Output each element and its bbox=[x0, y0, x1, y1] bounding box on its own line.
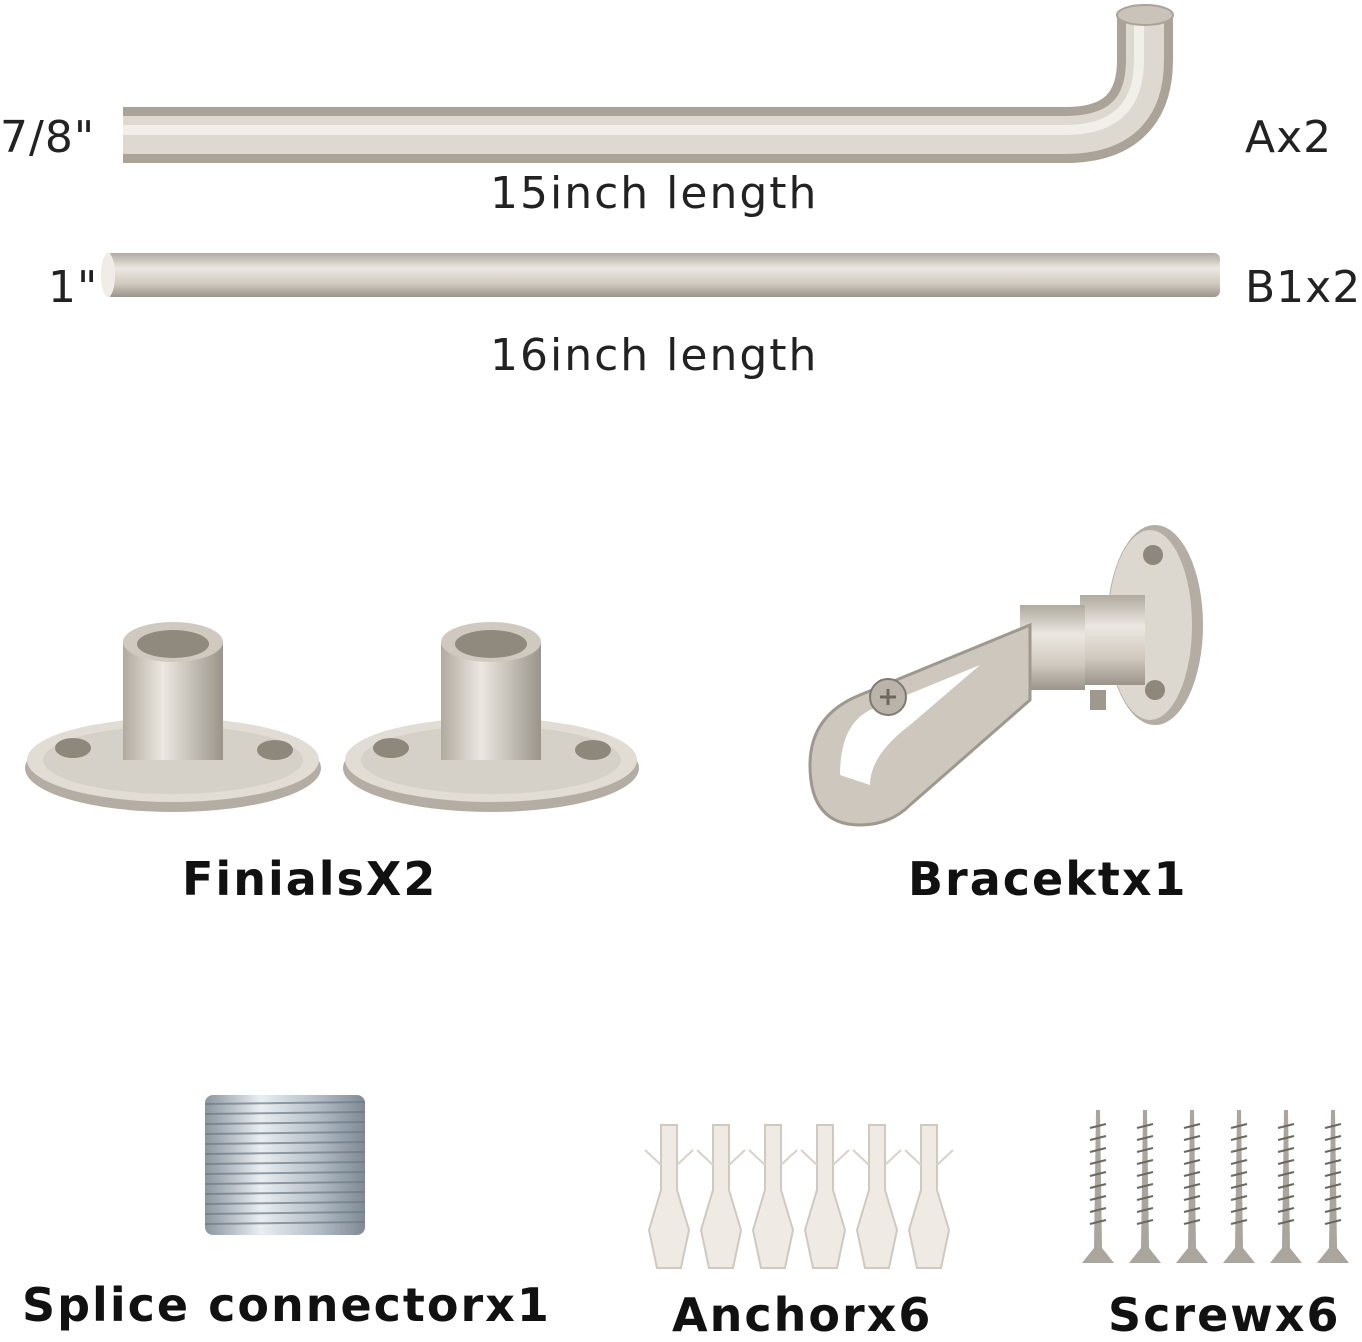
rod-a-image bbox=[123, 4, 1174, 163]
rod-b-length-label: 16inch length bbox=[490, 330, 819, 381]
splice-connector-label: Splice connectorx1 bbox=[22, 1278, 551, 1332]
rod-a-qty-label: Ax2 bbox=[1245, 112, 1333, 163]
anchors-image bbox=[644, 1124, 954, 1269]
bracket-label: Bracektx1 bbox=[908, 852, 1188, 906]
rod-b-diameter-label: 1" bbox=[48, 262, 99, 313]
bracket-image bbox=[808, 525, 1203, 827]
anchors-label: Anchorx6 bbox=[672, 1288, 933, 1342]
screws-image bbox=[1082, 1110, 1349, 1263]
rod-b-image bbox=[101, 253, 1220, 297]
finials-label: FinialsX2 bbox=[182, 852, 438, 906]
finial-right-image bbox=[343, 622, 639, 812]
rod-a-diameter-label: 7/8" bbox=[0, 112, 96, 163]
finial-left-image bbox=[25, 622, 321, 812]
screws-label: Screwx6 bbox=[1108, 1288, 1341, 1342]
splice-connector-image bbox=[204, 1095, 366, 1235]
rod-a-length-label: 15inch length bbox=[490, 168, 819, 219]
rod-b-qty-label: B1x2 bbox=[1245, 262, 1362, 313]
